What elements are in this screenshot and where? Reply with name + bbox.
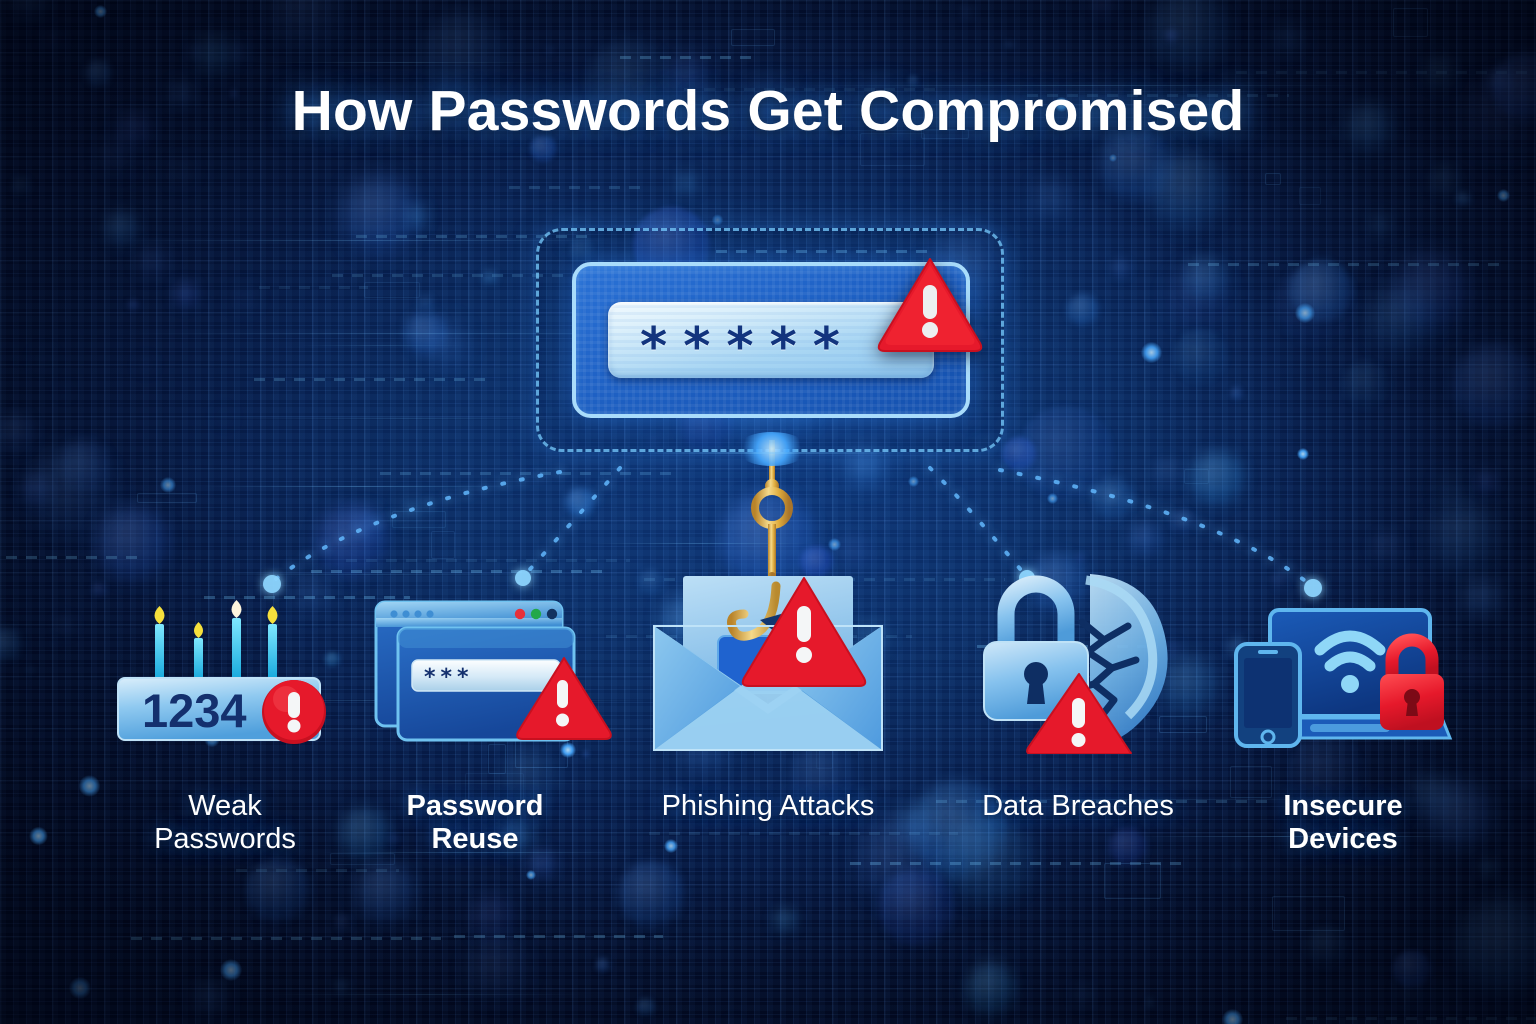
icon-insecure-devices[interactable] — [1228, 598, 1454, 750]
password-mask-text: ***** — [640, 317, 856, 377]
password-input[interactable]: ***** — [608, 302, 934, 378]
label-insecure-devices: Insecure Devices — [1283, 790, 1403, 855]
hook-line-glow — [736, 432, 808, 466]
pin-value-text: 1234 — [142, 684, 247, 737]
label-phishing-attacks: Phishing Attacks — [661, 790, 875, 822]
page-title: How Passwords Get Compromised — [291, 79, 1245, 143]
hook-horizontal-flare — [640, 452, 900, 454]
icon-data-breaches[interactable] — [962, 566, 1192, 755]
icon-phishing-attacks[interactable] — [648, 568, 888, 758]
reuse-mask-text: *** — [424, 665, 474, 690]
central-password-module: ***** — [536, 228, 1004, 452]
label-weak-passwords: Weak Passwords — [154, 790, 296, 855]
label-password-reuse: Password Reuse — [406, 790, 544, 855]
label-data-breaches: Data Breaches — [982, 790, 1174, 822]
candles-group — [154, 600, 278, 680]
icon-weak-passwords[interactable]: 1234 — [110, 596, 340, 746]
icon-password-reuse[interactable]: *** — [368, 596, 616, 744]
warning-triangle-icon — [877, 258, 983, 352]
